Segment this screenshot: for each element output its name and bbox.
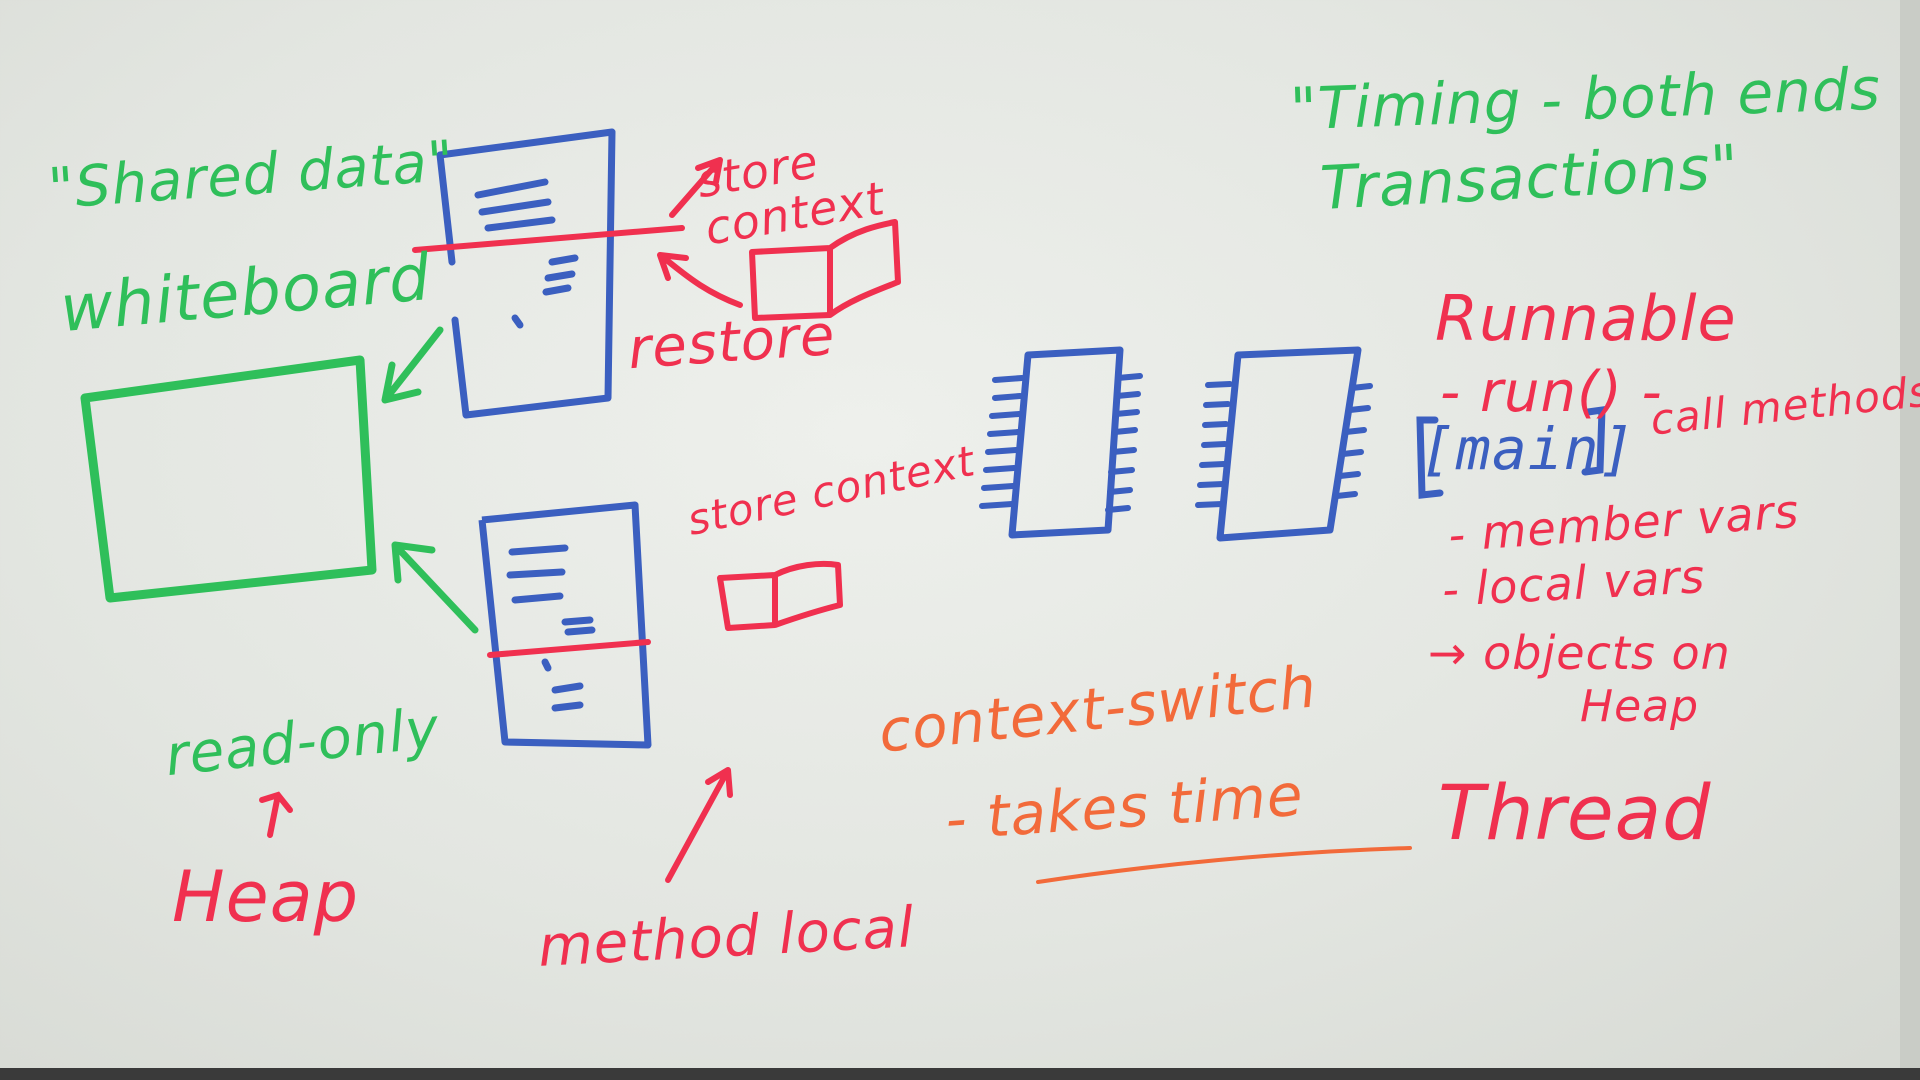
book-bottom: [717, 560, 843, 631]
main-bracket: [1416, 405, 1606, 499]
chip-right: [1216, 346, 1362, 542]
note-thread: Thread: [1438, 768, 1712, 857]
stack-lines-bottom: [506, 544, 596, 712]
method-local-arrow: [665, 767, 733, 883]
stack-lines-top: [474, 178, 579, 329]
restore-arrow: [657, 252, 743, 308]
book-top: [749, 219, 901, 321]
red-cut-top: [412, 225, 685, 253]
note-main: [main]: [1420, 415, 1636, 483]
board-right-edge: [1900, 0, 1920, 1080]
note-restore: restore: [625, 302, 838, 383]
note-local-vars: - local vars: [1440, 549, 1707, 617]
note-runnable: Runnable: [1435, 282, 1737, 355]
green-arrow-bottom: [391, 541, 479, 634]
stack-frame-bottom: [478, 501, 652, 749]
chip-left: [1008, 346, 1124, 539]
board-bottom-edge: [0, 1068, 1920, 1080]
red-cut-bottom: [487, 639, 651, 658]
note-heap-right: Heap: [1580, 681, 1700, 732]
orange-underline: [1036, 846, 1412, 884]
heap-arrow: [259, 791, 293, 838]
note-objects-on: → objects on: [1428, 626, 1731, 680]
whiteboard-box: [80, 355, 377, 603]
chip-left-pins: [979, 373, 1143, 513]
chip-right-pins: [1195, 381, 1373, 508]
green-arrow-top: [381, 326, 444, 404]
store-arrow-top: [669, 157, 723, 218]
stack-frame-top: [436, 128, 616, 419]
note-heap: Heap: [172, 856, 360, 938]
note-run: - run() -: [1440, 360, 1663, 425]
